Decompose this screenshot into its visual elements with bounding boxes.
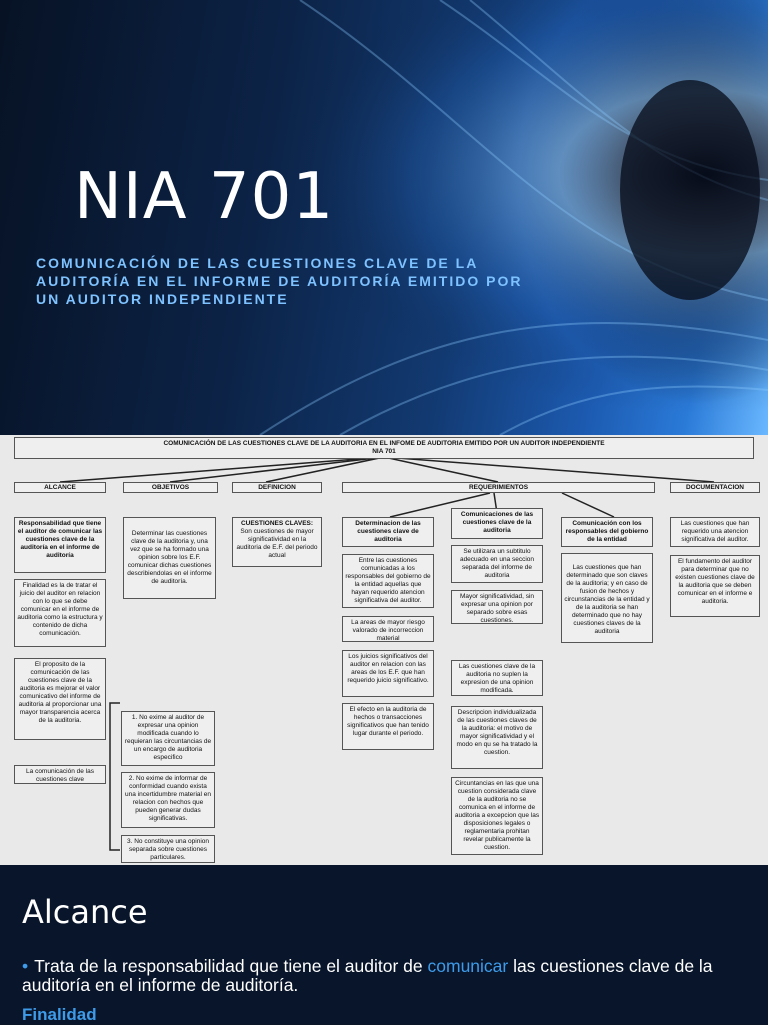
slide-title: NIA 701 xyxy=(74,160,335,234)
objetivos-box: Determinar las cuestiones clave de la au… xyxy=(123,517,216,599)
category-objetivos: OBJETIVOS xyxy=(123,482,218,493)
alcance-proposito: El proposito de la comunicación de las c… xyxy=(14,658,106,740)
req-gobierno-title: Comunicación con los responsables del go… xyxy=(561,517,653,547)
req-determinacion-3: Los juicios significativos del auditor e… xyxy=(342,650,434,697)
req-comunicaciones-2: Mayor significatividad, sin expresar una… xyxy=(451,590,543,624)
definicion-box: CUESTIONES CLAVES: Son cuestiones de may… xyxy=(232,517,322,567)
bullet-text-start: Trata de la responsabilidad que tiene el… xyxy=(34,956,428,976)
req-comunicaciones-1: Se utilizara un subtitulo adecuado en un… xyxy=(451,545,543,583)
tunnel-swirl-graphic xyxy=(0,0,768,435)
req-determinacion-2: La areas de mayor riesgo valorado de inc… xyxy=(342,616,434,642)
next-heading: Finalidad xyxy=(22,1005,97,1024)
diagram-header-title: COMUNICACIÓN DE LAS CUESTIONES CLAVE DE … xyxy=(163,440,605,447)
diagram-header: COMUNICACIÓN DE LAS CUESTIONES CLAVE DE … xyxy=(14,437,754,459)
req-comunicaciones-5: Circuntancias en las que una cuestion co… xyxy=(451,777,543,855)
documentacion-1: Las cuestiones que han requerido una ate… xyxy=(670,517,760,547)
alcance-nota-2: 2. No exime de informar de conformidad c… xyxy=(121,772,215,828)
req-comunicaciones-title: Comunicaciones de las cuestiones clave d… xyxy=(451,508,543,539)
title-hero: NIA 701 COMUNICACIÓN DE LAS CUESTIONES C… xyxy=(0,0,768,435)
req-comunicaciones-4: Descripcion individualizada de las cuest… xyxy=(451,706,543,769)
alcance-nota-3: 3. No constituye una opinion separada so… xyxy=(121,835,215,863)
category-requerimientos: REQUERIMIENTOS xyxy=(342,482,655,493)
slide-subtitle: COMUNICACIÓN DE LAS CUESTIONES CLAVE DE … xyxy=(36,255,523,307)
category-definicion: DEFINICION xyxy=(232,482,322,493)
alcance-section: Alcance •Trata de la responsabilidad que… xyxy=(0,865,768,1024)
definicion-title: CUESTIONES CLAVES: xyxy=(240,520,314,527)
definicion-text: Son cuestiones de mayor significatividad… xyxy=(236,528,318,559)
concept-diagram: COMUNICACIÓN DE LAS CUESTIONES CLAVE DE … xyxy=(0,435,768,865)
category-documentacion: DOCUMENTACION xyxy=(670,482,760,493)
category-alcance: ALCANCE xyxy=(14,482,106,493)
section-heading: Alcance xyxy=(22,893,148,931)
req-gobierno-1: Las cuestiones que han determinado que s… xyxy=(561,553,653,643)
alcance-nota-1: 1. No exime al auditor de expresar una o… xyxy=(121,711,215,766)
bullet-icon: • xyxy=(22,956,29,976)
documentacion-2: El fundamento del auditor para determina… xyxy=(670,555,760,617)
alcance-responsabilidad: Responsabilidad que tiene el auditor de … xyxy=(14,517,106,573)
bullet-highlight: comunicar xyxy=(427,956,509,976)
req-comunicaciones-3: Las cuestiones clave de la auditoria no … xyxy=(451,660,543,696)
req-determinacion-4: El efecto en la auditoria de hechos o tr… xyxy=(342,703,434,750)
alcance-comunicacion: La comunicación de las cuestiones clave xyxy=(14,765,106,784)
alcance-finalidad: Finalidad es la de tratar el juicio del … xyxy=(14,579,106,647)
req-determinacion-title: Determinacion de las cuestiones clave de… xyxy=(342,517,434,547)
bullet-item: •Trata de la responsabilidad que tiene e… xyxy=(22,957,762,995)
bullet-text-end: las cuestiones clave de la auditoría en … xyxy=(22,956,713,995)
req-determinacion-1: Entre las cuestiones comunicadas a los r… xyxy=(342,554,434,608)
diagram-header-subtitle: NIA 701 xyxy=(372,448,396,455)
